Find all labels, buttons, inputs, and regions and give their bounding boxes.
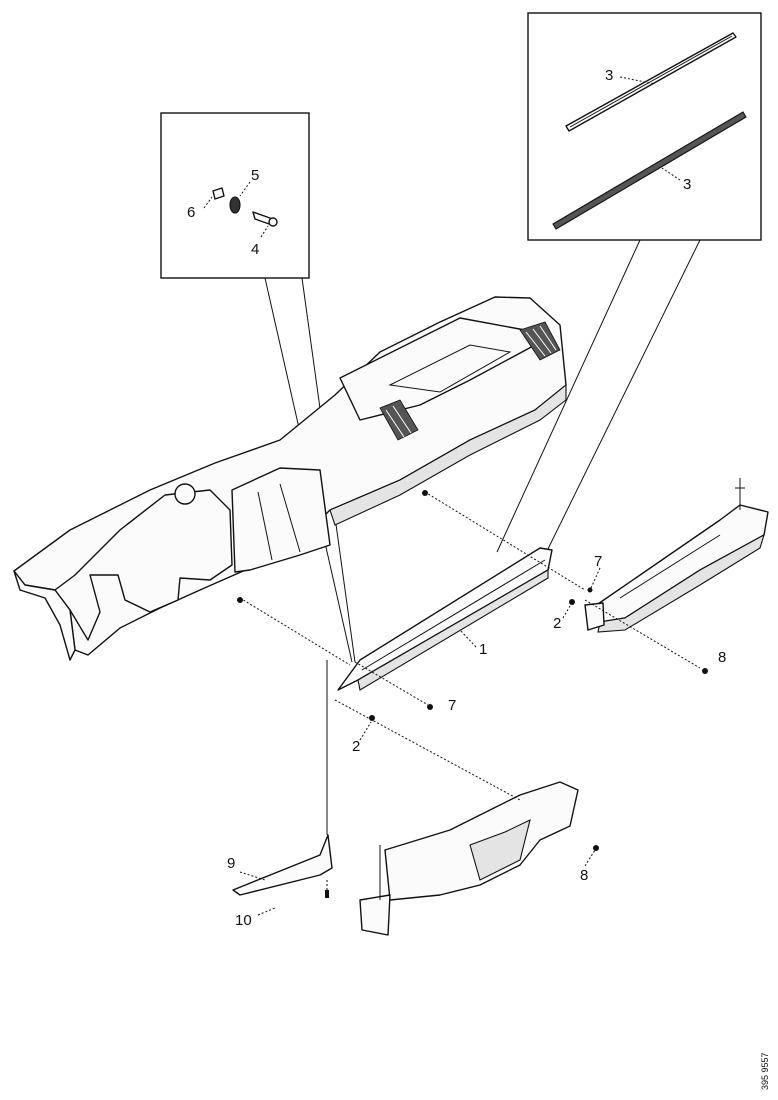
callout-8-lower: 8	[580, 867, 588, 884]
dashboard-lower-face	[329, 383, 567, 526]
trim-strip-inset: 3 3	[527, 12, 762, 241]
lower-side-cover	[359, 781, 579, 936]
callout-3-upper: 3	[605, 67, 613, 84]
air-vent-right	[519, 321, 561, 361]
nut-part-6	[212, 187, 225, 200]
center-stack	[231, 467, 331, 573]
dashboard-assembly	[13, 296, 567, 661]
callout-2-upper: 2	[553, 615, 561, 632]
drawing-reference-code: 395 9557	[760, 1052, 770, 1090]
callout-6: 6	[187, 204, 195, 221]
callout-2-lower: 2	[352, 738, 360, 755]
leader-3a	[619, 76, 656, 85]
trim-strip-upper	[565, 32, 737, 132]
callout-7-upper: 7	[594, 553, 602, 570]
trim-piece-9: 9 10	[227, 660, 333, 929]
clip-part-5	[229, 196, 241, 214]
fastener-callouts: 2 2 7 7 8 8	[352, 553, 726, 884]
callout-4: 4	[251, 241, 259, 258]
fastener-2-lower	[369, 715, 375, 721]
callout-10: 10	[235, 912, 252, 929]
center-panel	[339, 317, 536, 421]
callout-5: 5	[251, 167, 259, 184]
fastener-2-upper	[569, 599, 575, 605]
callout-7-lower: 7	[448, 697, 456, 714]
air-vent-center	[379, 399, 419, 441]
fastener-inset-frame	[160, 112, 310, 279]
fastener-inset: 5 6 4	[160, 112, 310, 279]
callout-9: 9	[227, 855, 235, 872]
screw-part-4	[252, 211, 278, 227]
callout-1: 1	[479, 641, 487, 658]
dashboard-left-end	[13, 570, 76, 661]
side-cover-right	[584, 478, 769, 633]
callout-8-upper: 8	[718, 649, 726, 666]
sill-panel-part-1: 1	[337, 547, 553, 691]
callout-3-lower: 3	[683, 176, 691, 193]
assembly-leaders	[237, 490, 701, 801]
trim-strip-lower	[552, 111, 747, 230]
